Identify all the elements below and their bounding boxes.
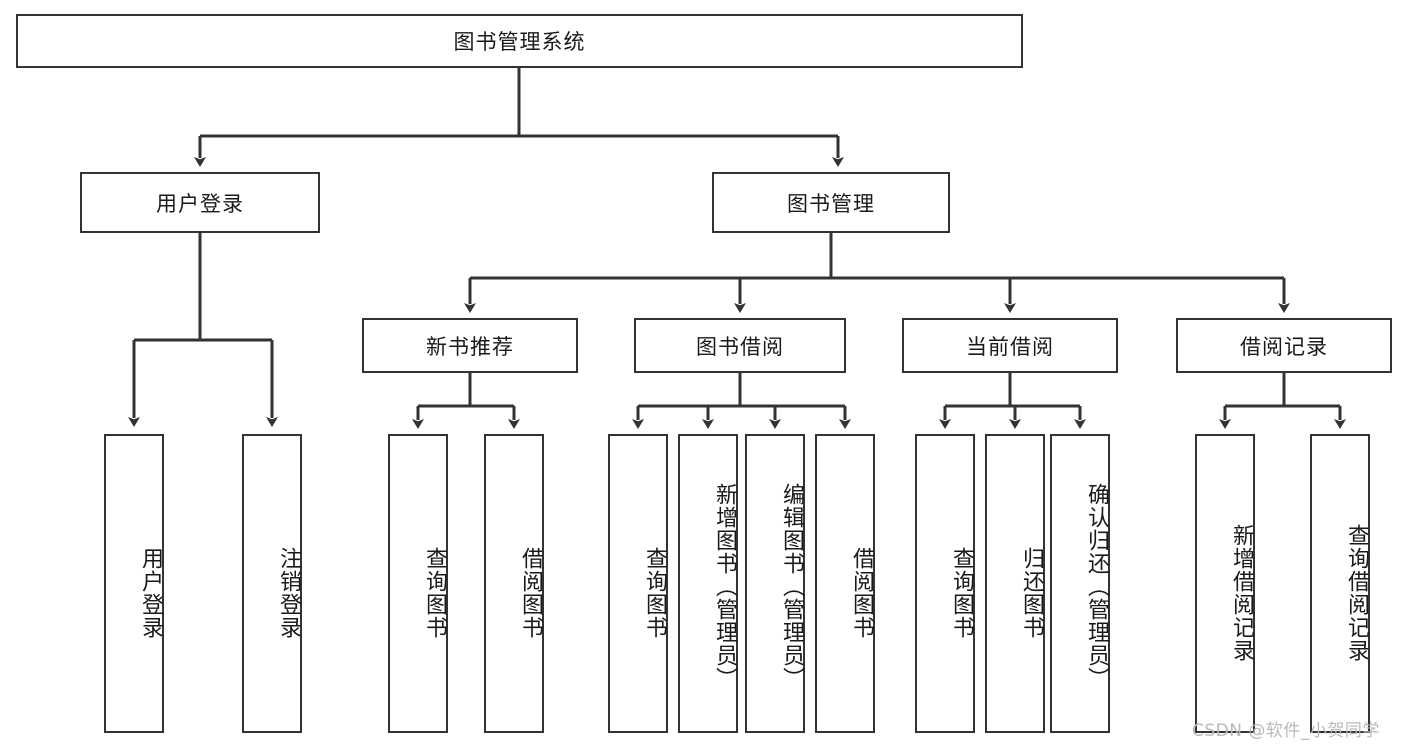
leaf-add-record[interactable]: 新增借阅记录 — [1195, 434, 1255, 733]
node-borrow-record[interactable]: 借阅记录 — [1176, 318, 1392, 373]
node-new-book-rec-label: 新书推荐 — [426, 334, 514, 359]
node-root[interactable]: 图书管理系统 — [16, 14, 1023, 68]
leaf-add-record-label: 新增借阅记录 — [1229, 523, 1254, 662]
leaf-borrow-book-1[interactable]: 借阅图书 — [484, 434, 544, 733]
csdn-watermark: CSDN @软件_小贺同学 — [1192, 721, 1380, 741]
leaf-confirm-return-label: 确认归还（管理员） — [1084, 483, 1109, 690]
leaf-query-book-1[interactable]: 查询图书 — [388, 434, 448, 733]
node-book-manage-label: 图书管理 — [787, 191, 875, 216]
leaf-user-login-label: 用户登录 — [138, 546, 163, 639]
node-borrow-record-label: 借阅记录 — [1240, 334, 1328, 359]
leaf-confirm-return[interactable]: 确认归还（管理员） — [1050, 434, 1110, 733]
leaf-borrow-book-2-label: 借阅图书 — [849, 546, 874, 639]
node-new-book-rec[interactable]: 新书推荐 — [362, 318, 578, 373]
leaf-return-book-label: 归还图书 — [1019, 546, 1044, 639]
leaf-user-logout[interactable]: 注销登录 — [242, 434, 302, 733]
leaf-edit-book-label: 编辑图书（管理员） — [779, 483, 804, 690]
leaf-query-record-label: 查询借阅记录 — [1344, 523, 1369, 662]
node-book-borrow-label: 图书借阅 — [696, 334, 784, 359]
node-user-login-label: 用户登录 — [156, 191, 244, 216]
leaf-add-book[interactable]: 新增图书（管理员） — [678, 434, 738, 733]
leaf-query-book-3[interactable]: 查询图书 — [915, 434, 975, 733]
leaf-edit-book[interactable]: 编辑图书（管理员） — [745, 434, 805, 733]
leaf-return-book[interactable]: 归还图书 — [985, 434, 1045, 733]
leaf-borrow-book-1-label: 借阅图书 — [518, 546, 543, 639]
leaf-query-book-2[interactable]: 查询图书 — [608, 434, 668, 733]
leaf-add-book-label: 新增图书（管理员） — [712, 483, 737, 690]
leaf-query-book-2-label: 查询图书 — [642, 546, 667, 639]
leaf-query-book-3-label: 查询图书 — [949, 546, 974, 639]
node-current-borrow[interactable]: 当前借阅 — [902, 318, 1118, 373]
node-book-manage[interactable]: 图书管理 — [712, 172, 950, 233]
leaf-query-record[interactable]: 查询借阅记录 — [1310, 434, 1370, 733]
node-user-login[interactable]: 用户登录 — [80, 172, 320, 233]
leaf-user-logout-label: 注销登录 — [276, 546, 301, 639]
node-root-label: 图书管理系统 — [453, 30, 586, 54]
node-book-borrow[interactable]: 图书借阅 — [634, 318, 846, 373]
leaf-query-book-1-label: 查询图书 — [422, 546, 447, 639]
leaf-borrow-book-2[interactable]: 借阅图书 — [815, 434, 875, 733]
node-current-borrow-label: 当前借阅 — [966, 334, 1054, 359]
leaf-user-login[interactable]: 用户登录 — [104, 434, 164, 733]
